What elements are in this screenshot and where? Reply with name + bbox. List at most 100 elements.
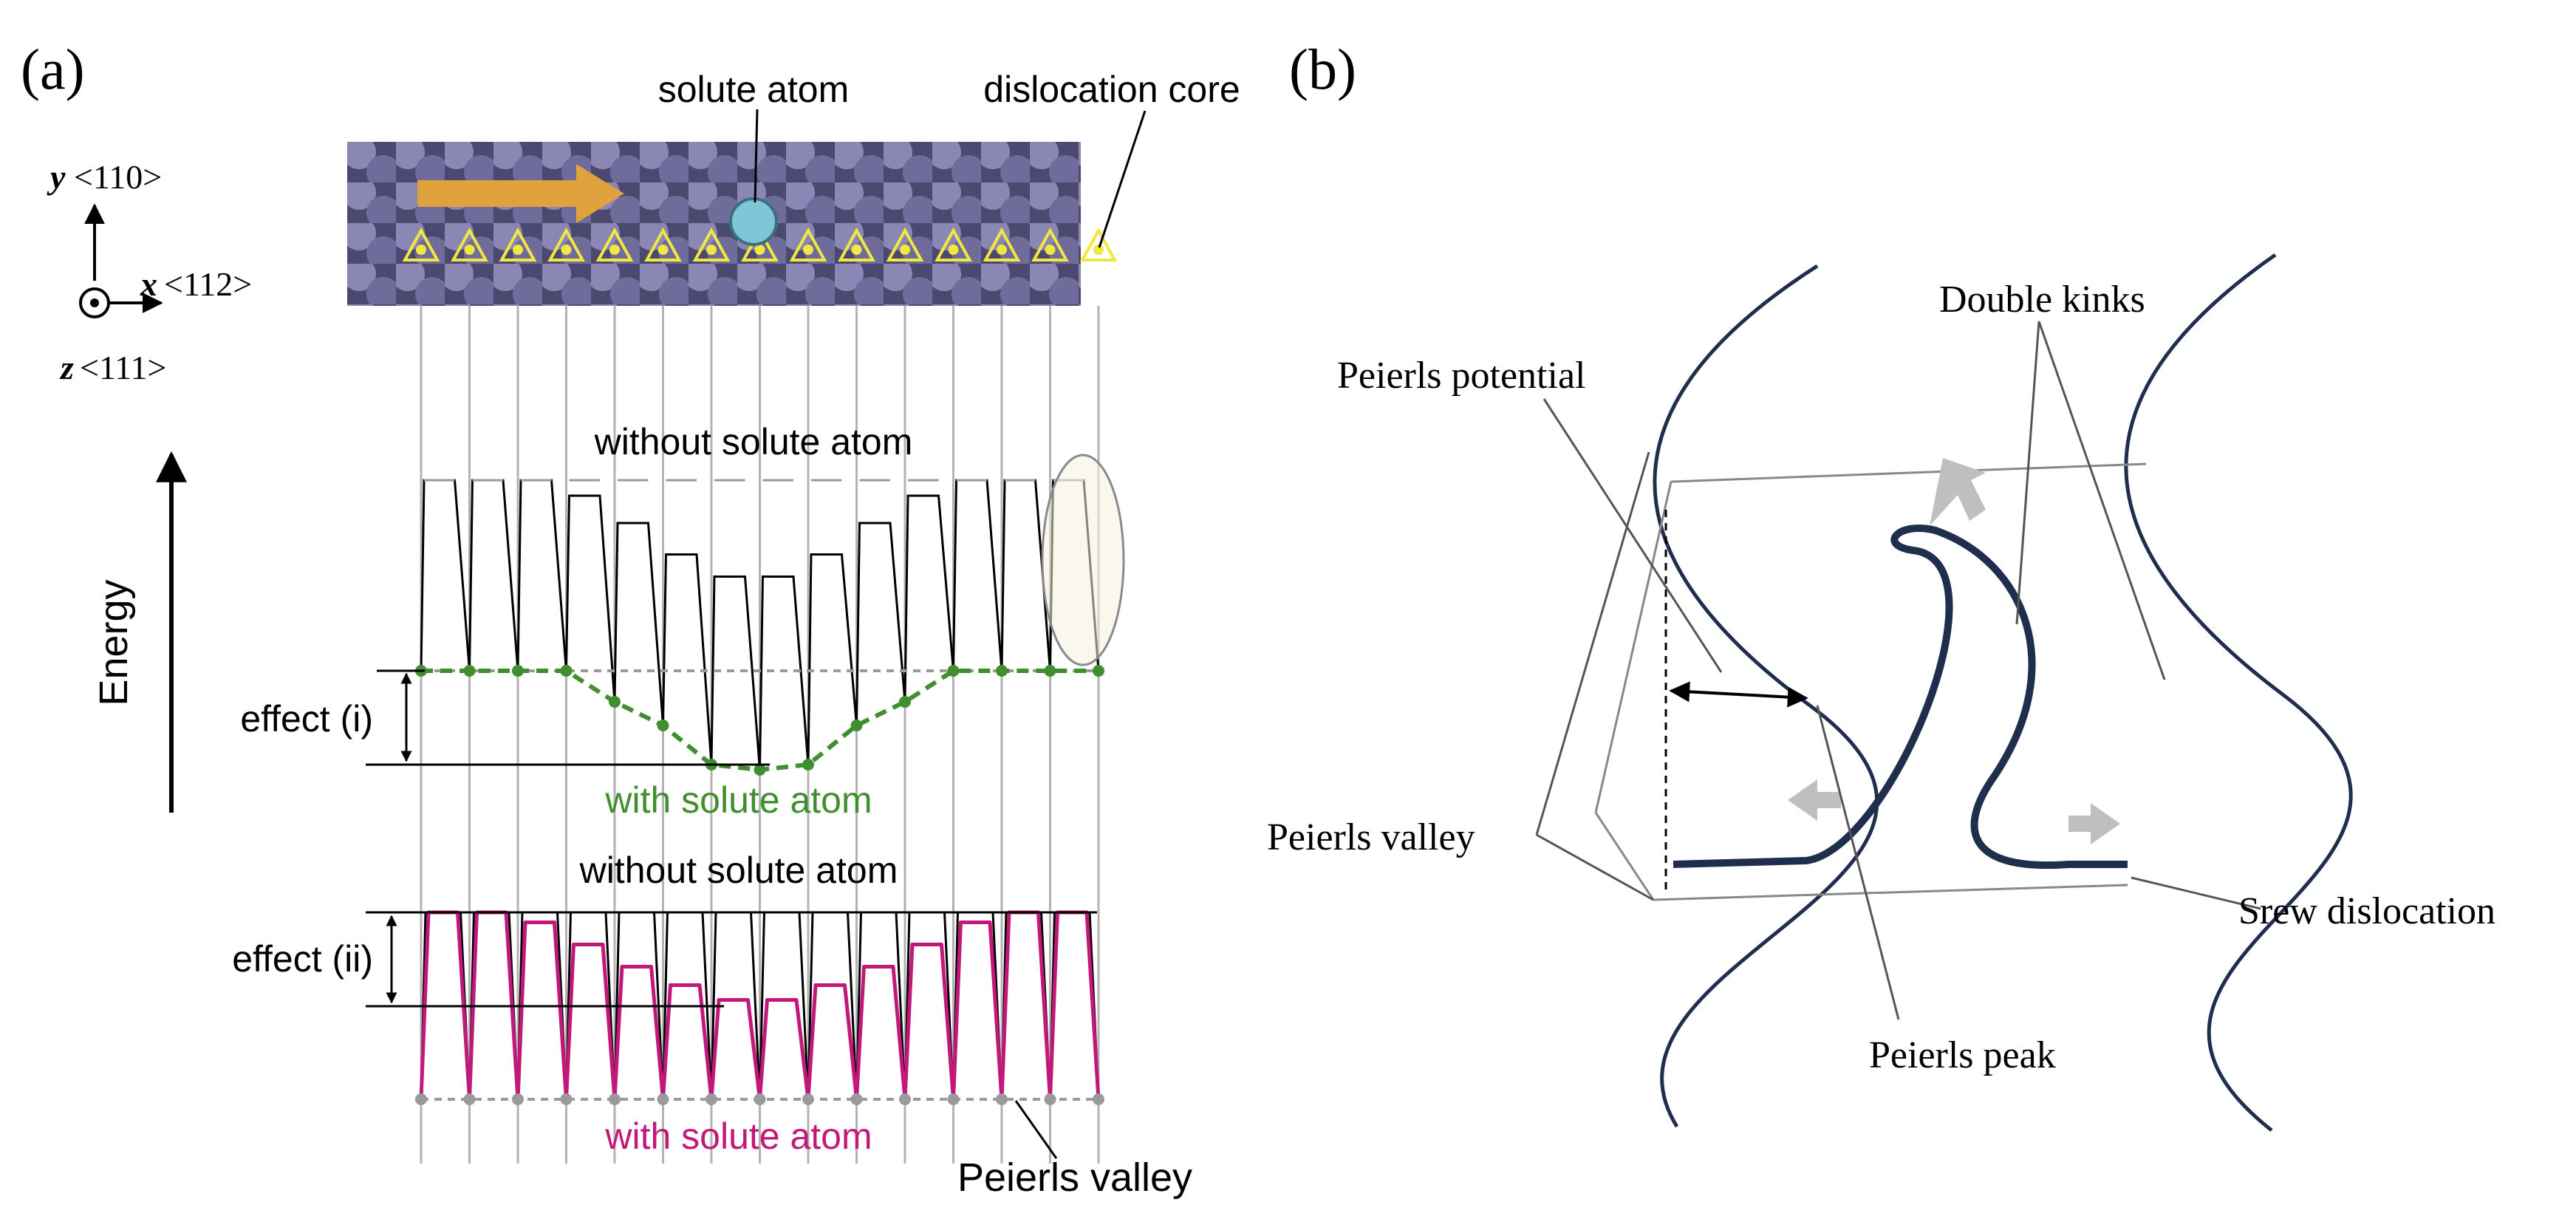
valley-site-dot-bottom bbox=[1044, 1093, 1056, 1105]
valley-site-dot bbox=[947, 665, 960, 677]
valley-site-dot bbox=[1093, 665, 1104, 677]
core-triangle bbox=[838, 227, 875, 262]
valley-site-dot-bottom bbox=[754, 1093, 766, 1105]
double-kinks-leader-1 bbox=[2015, 321, 2040, 625]
valley-site-dot bbox=[609, 696, 621, 708]
core-site-dot bbox=[561, 245, 572, 255]
peierls-peak-label: Peierls peak bbox=[1869, 1034, 2056, 1076]
valley-site-dot-bottom bbox=[415, 1093, 427, 1105]
screw-dislocation-label: Srew dislocation bbox=[2238, 890, 2495, 932]
core-triangle bbox=[1079, 227, 1118, 262]
panel-b: (b) Double kinks Peierls potential Peier… bbox=[1267, 37, 2495, 1132]
core-site-dot bbox=[803, 245, 813, 255]
valley-site-dot bbox=[996, 665, 1008, 677]
kink-motion-arrow-up bbox=[1930, 458, 1986, 526]
x-axis-symbol: x bbox=[140, 265, 157, 303]
core-site-dot bbox=[851, 245, 862, 255]
double-kinks-leader-2 bbox=[2037, 321, 2166, 680]
core-site-dot bbox=[416, 245, 426, 255]
core-site-dot bbox=[464, 245, 475, 255]
peierls-distance-arrow bbox=[1669, 681, 1808, 708]
core-site-dot bbox=[657, 245, 669, 255]
plane-bottom-edge bbox=[1653, 884, 2128, 901]
period-highlight-ellipse bbox=[1041, 454, 1125, 666]
valley-site-dot bbox=[754, 764, 766, 776]
core-triangle bbox=[983, 227, 1021, 262]
valley-site-dot-bottom bbox=[657, 1093, 669, 1105]
peierls-potential-label: Peierls potential bbox=[1337, 355, 1585, 397]
valley-site-dot bbox=[802, 759, 814, 771]
core-triangle bbox=[789, 227, 827, 262]
peierls-peak-leader bbox=[1816, 705, 1900, 1020]
energy-axis-label: Energy bbox=[92, 579, 136, 706]
valley-site-dot-bottom bbox=[706, 1093, 717, 1105]
solute-atom-marker bbox=[729, 197, 778, 246]
core-triangle bbox=[451, 227, 488, 262]
site-grid-lines bbox=[420, 306, 1100, 1164]
panel-a: (a) y <110> x <112> z <111> solute atom … bbox=[21, 37, 1240, 1200]
valley-site-dot-bottom bbox=[560, 1093, 573, 1105]
with-solute-label-top: with solute atom bbox=[604, 779, 872, 821]
core-triangle bbox=[1031, 227, 1069, 262]
screw-dislocation-line bbox=[1673, 525, 2128, 870]
valley-site-dot-bottom bbox=[947, 1093, 960, 1105]
energy-profile-top bbox=[415, 479, 1104, 776]
double-kinks-label: Double kinks bbox=[1939, 279, 2145, 321]
core-triangle bbox=[644, 227, 682, 262]
peierls-potential-curve-right bbox=[2124, 253, 2353, 1132]
valley-site-dot-bottom bbox=[802, 1093, 814, 1105]
x-axis-direction: <112> bbox=[164, 265, 252, 303]
dislocation-core-leader bbox=[1098, 110, 1147, 248]
valley-site-dot bbox=[899, 696, 911, 708]
panel-b-label: (b) bbox=[1289, 37, 1356, 101]
peierls-valley-label-a: Peierls valley bbox=[957, 1155, 1192, 1200]
valley-site-dot-bottom bbox=[463, 1093, 476, 1105]
valley-site-dot-bottom bbox=[899, 1093, 911, 1105]
valley-site-dot bbox=[1044, 665, 1056, 677]
core-triangle bbox=[935, 227, 972, 262]
core-site-dot bbox=[948, 245, 959, 255]
core-site-dot bbox=[706, 245, 717, 255]
atomic-lattice bbox=[347, 109, 1147, 306]
valley-site-dot-bottom bbox=[512, 1093, 524, 1105]
without-solute-label-top: without solute atom bbox=[594, 421, 913, 462]
valley-site-dot bbox=[657, 720, 669, 731]
valley-site-dot bbox=[463, 665, 476, 677]
y-axis-direction: <110> bbox=[74, 158, 162, 196]
core-triangle bbox=[886, 227, 924, 262]
core-site-dot bbox=[997, 245, 1007, 255]
valley-site-dot bbox=[850, 720, 863, 731]
kink-motion-arrow-right bbox=[2068, 803, 2120, 844]
peierls-potential-leader bbox=[1542, 398, 1723, 673]
glide-direction-arrow bbox=[417, 164, 624, 223]
z-axis-direction: <111> bbox=[80, 349, 166, 386]
solute-atom-label: solute atom bbox=[658, 69, 849, 110]
plane-top-edge bbox=[1670, 462, 2147, 483]
solute-atom-leader bbox=[754, 109, 759, 203]
lattice-background bbox=[347, 142, 1081, 306]
effect-i-label: effect (i) bbox=[240, 698, 373, 739]
y-axis-symbol: y bbox=[47, 158, 66, 196]
core-site-dot bbox=[513, 245, 523, 255]
core-site-dot bbox=[1093, 245, 1104, 255]
peierls-valley-leader-2 bbox=[1536, 833, 1654, 901]
core-triangle bbox=[692, 227, 731, 262]
screw-dislocation-leader bbox=[2131, 876, 2261, 910]
z-axis-symbol: z bbox=[59, 349, 74, 386]
kink-motion-arrow-left bbox=[1788, 779, 1841, 821]
core-site-dot bbox=[1045, 245, 1056, 255]
core-site-dot bbox=[609, 245, 620, 255]
core-triangle bbox=[499, 227, 537, 262]
peierls-valley-leader-1 bbox=[1535, 451, 1650, 836]
core-triangle bbox=[547, 227, 585, 262]
peierls-valley-label-b: Peierls valley bbox=[1267, 816, 1475, 858]
without-solute-label-bottom: without solute atom bbox=[579, 850, 898, 891]
core-triangle bbox=[402, 227, 440, 262]
dislocation-core-row bbox=[402, 227, 1118, 262]
effect-ii-label: effect (ii) bbox=[232, 938, 373, 980]
peierls-potential-curve-left bbox=[1653, 264, 1879, 1128]
core-site-dot bbox=[900, 245, 910, 255]
coordinate-axes: y <110> x <112> z <111> bbox=[47, 158, 252, 386]
plane-left-edge bbox=[1594, 481, 1673, 813]
